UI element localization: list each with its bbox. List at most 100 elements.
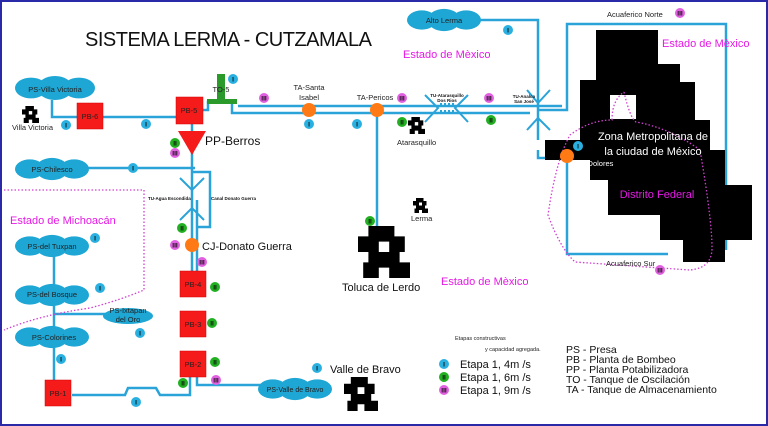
city-icon-valle-bravo <box>344 377 378 411</box>
svg-text:PS-Valle de Bravo: PS-Valle de Bravo <box>267 387 324 394</box>
svg-text:I: I <box>507 27 509 34</box>
canal-label-donato-guerra: Canal Donato Guerra <box>211 196 257 201</box>
svg-text:PB-3: PB-3 <box>185 320 202 329</box>
pipe-main-south <box>230 102 530 115</box>
svg-text:II: II <box>181 380 185 387</box>
state-label-edomex-south: Estado de Mèxico <box>441 276 528 288</box>
city-label-lerma: Lerma <box>411 214 433 223</box>
svg-text:III: III <box>399 95 405 102</box>
svg-text:I: I <box>94 235 96 242</box>
pump-station-pb2[interactable]: PB-2 <box>179 350 207 378</box>
svg-text:I: I <box>60 356 62 363</box>
tunnel-arrow-icon <box>424 94 440 123</box>
stage-iii-badge-icon: III <box>655 265 665 275</box>
svg-text:I: I <box>135 399 137 406</box>
presa-villa-victoria[interactable]: PS-Villa Victoria <box>15 76 95 100</box>
pump-station-pb4[interactable]: PB-4 <box>179 270 207 298</box>
stage-ii-badge-icon: II <box>486 115 496 125</box>
pipe-valle-bravo <box>195 370 262 387</box>
pump-station-pb5[interactable]: PB-5 <box>175 96 204 125</box>
legend: Etapas constructivas y capacidad agregad… <box>439 336 717 397</box>
tunnel-label-atarasquillo: TU-Atarasquillo <box>430 93 464 98</box>
svg-text:TA-Pericos: TA-Pericos <box>357 93 394 102</box>
presa-valle-bravo[interactable]: PS-Valle de Bravo <box>258 377 332 401</box>
presa-chilesco[interactable]: PS-Chilesco <box>15 157 89 181</box>
svg-text:III: III <box>172 150 178 157</box>
stage-ii-badge-icon: II <box>170 138 180 148</box>
svg-text:PB-2: PB-2 <box>185 360 202 369</box>
pump-station-pb1[interactable]: PB-1 <box>44 379 72 407</box>
svg-text:III: III <box>441 387 447 394</box>
stage-ii-badge-icon: II <box>207 318 217 328</box>
tunnel-arrow-icon <box>453 94 469 123</box>
svg-text:I: I <box>132 165 134 172</box>
diagram-title: SISTEMA LERMA - CUTZAMALA <box>85 29 373 51</box>
svg-text:III: III <box>677 10 683 17</box>
stage-i-badge-icon: I <box>61 120 71 130</box>
svg-text:del Oro: del Oro <box>116 315 141 324</box>
svg-text:PS-Villa Victoria: PS-Villa Victoria <box>28 85 82 94</box>
legend-abbreviation: TA - Tanque de Almacenamiento <box>566 384 717 396</box>
pump-station-pb3[interactable]: PB-3 <box>179 310 207 338</box>
city-icon-toluca <box>358 226 410 278</box>
stage-i-badge-icon: I <box>95 283 105 293</box>
pump-station-pb6[interactable]: PB-6 <box>76 102 104 130</box>
stage-i-badge-icon: I <box>304 119 314 129</box>
svg-text:PB-5: PB-5 <box>181 106 198 115</box>
svg-text:I: I <box>577 143 579 150</box>
tunnel-arrow-icon <box>179 206 205 221</box>
stage-iii-badge-icon: III <box>211 375 221 385</box>
svg-text:PS-Colorines: PS-Colorines <box>32 333 76 342</box>
svg-text:PS-Ixtapan: PS-Ixtapan <box>109 306 146 315</box>
tunnel-label-agua-escondida: TU-Agua Escondida <box>148 196 191 201</box>
presa-alto-lerma[interactable]: Alto Lerma <box>407 8 481 32</box>
storage-tank-pericos[interactable]: TA-Pericos <box>357 93 394 117</box>
svg-text:PB-6: PB-6 <box>82 112 99 121</box>
stage-i-badge-icon: I <box>56 354 66 364</box>
stage-iii-badge-icon: III <box>259 93 269 103</box>
legend-abbreviation: TO - Tanque de Oscilación <box>566 374 690 386</box>
legend-stage-label: Etapa 1, 9m /s <box>460 385 531 397</box>
svg-text:I: I <box>65 122 67 129</box>
svg-text:I: I <box>232 76 234 83</box>
presa-ixtapan-del-oro[interactable]: PS-Ixtapan del Oro <box>103 306 153 324</box>
svg-text:II: II <box>489 117 493 124</box>
stage-i-badge-icon: I <box>573 141 583 151</box>
storage-tank-dolores[interactable]: TA-Dolores <box>560 149 614 168</box>
state-label-edomex-east: Estado de Mèxico <box>662 38 749 50</box>
svg-text:I: I <box>443 361 445 368</box>
city-label-atarasquillo: Atarasquillo <box>397 138 436 147</box>
svg-text:PS-del Tuxpan: PS-del Tuxpan <box>27 242 76 251</box>
tunnel-arrow-icon <box>526 89 551 105</box>
storage-tank-santa-isabel[interactable]: TA-Santa Isabel <box>293 83 325 117</box>
metro-label-line1: Zona Metropolitana de <box>598 131 708 143</box>
stage-i-badge-icon: I <box>90 233 100 243</box>
acuaferico-norte-label: Acuaferico Norte <box>607 10 663 19</box>
pipe-pb1-pb2 <box>72 370 192 397</box>
legend-stage-label: Etapa 1, 6m /s <box>460 372 531 384</box>
presa-tuxpan[interactable]: PS-del Tuxpan <box>15 234 89 258</box>
junction-donato-guerra[interactable]: CJ-Donato Guerra <box>185 238 293 253</box>
presa-bosque[interactable]: PS-del Bosque <box>15 283 89 307</box>
svg-text:III: III <box>213 377 219 384</box>
svg-text:PP-Berros: PP-Berros <box>205 134 260 148</box>
stage-i-badge-icon: I <box>228 74 238 84</box>
stage-ii-badge-icon: II <box>210 282 220 292</box>
svg-text:III: III <box>199 259 205 266</box>
triangle-icon <box>178 131 206 155</box>
svg-text:San José: San José <box>514 99 534 104</box>
stage-iii-badge-icon: III <box>197 257 207 267</box>
svg-text:Isabel: Isabel <box>299 93 319 102</box>
city-icon-lerma <box>413 198 428 213</box>
treatment-plant-berros[interactable]: PP-Berros <box>178 131 260 155</box>
svg-text:II: II <box>442 374 446 381</box>
presa-colorines[interactable]: PS-Colorines <box>15 325 89 349</box>
stage-i-badge-icon: I <box>503 25 513 35</box>
oscillation-tank-to5[interactable]: TO-5 <box>207 74 237 104</box>
svg-text:III: III <box>261 95 267 102</box>
state-borders <box>3 91 713 331</box>
svg-text:PS-del Bosque: PS-del Bosque <box>27 290 77 299</box>
